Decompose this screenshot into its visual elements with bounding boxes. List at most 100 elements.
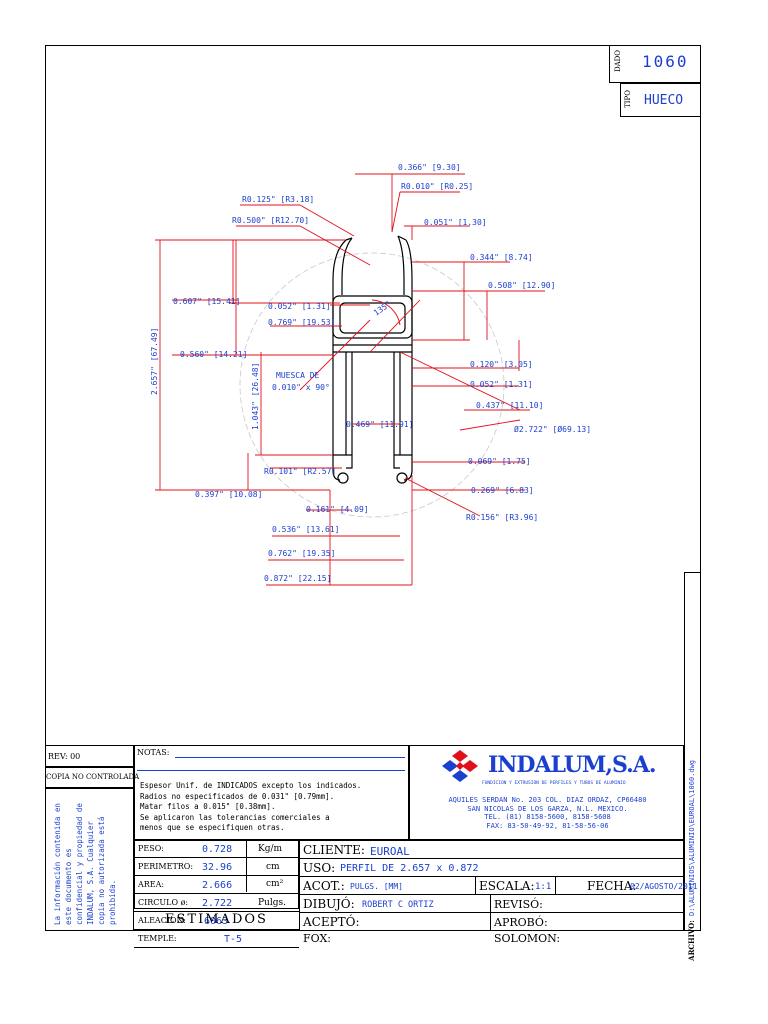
- aprobo-label: APROBÓ:: [494, 916, 548, 929]
- dimension-labels: 0.366" [9.30] R0.010" [R0.25] R0.125" [R…: [150, 163, 591, 583]
- dim-label: 0.052" [1.31]: [470, 380, 533, 389]
- dim-label: 135°: [372, 299, 393, 317]
- rev-text: REV: 00: [48, 752, 81, 761]
- prop-row: PESO: 0.728 Kg/m: [134, 840, 299, 858]
- dim-label: 0.607" [15.41]: [173, 297, 240, 306]
- confidential-cell: [45, 788, 134, 931]
- aluminum-profile: [332, 235, 413, 484]
- prop-label: ALEACION:: [138, 916, 186, 925]
- info-row-line: [299, 858, 684, 859]
- dim-label: 0.397" [10.08]: [195, 490, 262, 499]
- info-grid: [299, 840, 684, 931]
- dim-label: R0.125" [R3.18]: [242, 195, 314, 204]
- dim-label: Ø2.722" [Ø69.13]: [514, 424, 591, 434]
- prop-unit: cm: [266, 862, 280, 872]
- dim-label: MUESCA DE: [276, 371, 320, 380]
- dim-label: R0.500" [R12.70]: [232, 216, 309, 225]
- dado-value: 1060: [642, 52, 689, 71]
- prop-label: PERIMETRO:: [138, 862, 194, 871]
- info-col-line: [555, 876, 556, 894]
- prop-label: AREA:: [138, 880, 165, 889]
- acepto-label: ACEPTÓ:: [303, 915, 360, 929]
- bounding-circle: [239, 252, 505, 518]
- prop-value: T-5: [224, 934, 243, 945]
- dim-label: 2.657" [67.49]: [150, 328, 159, 395]
- dim-label: 0.010" x 90°: [272, 383, 330, 392]
- prop-row: CIRCULO ø: 2.722 Pulgs.: [134, 894, 299, 912]
- prop-row: ALEACION: 6063: [134, 912, 299, 930]
- prop-value: 2.666: [202, 880, 233, 891]
- props-col-divider: [246, 840, 247, 892]
- props-table: [134, 840, 299, 909]
- archivo-strip: [684, 572, 701, 931]
- dim-label: 0.769" [19.53]: [268, 318, 335, 327]
- dim-label: 0.508" [12.90]: [488, 281, 555, 290]
- dim-label: 0.269" [6.83]: [471, 486, 534, 495]
- dim-label: R0.101" [R2.57]: [264, 467, 336, 476]
- notas-rule: [137, 770, 405, 771]
- nota-line: Matar filos a 0.015" [0.38mm].: [140, 802, 276, 811]
- dibujo-label: DIBUJÓ:: [303, 897, 355, 911]
- rev-cell: [45, 745, 134, 767]
- address-line-2: SAN NICOLAS DE LOS GARZA, N.L. MEXICO.: [467, 804, 628, 813]
- dim-label: 0.344" [8.74]: [470, 253, 533, 262]
- archivo-text: ARCHIVO: D:\ALUMINIOS\ALUMINIO\EUROAL\10…: [687, 760, 696, 961]
- props-rows: PESO: 0.728 Kg/m PERIMETRO: 32.96 cm ARE…: [134, 840, 299, 948]
- copia-text: COPIA NO CONTROLADA: [46, 773, 140, 781]
- notas-cell: [134, 745, 409, 840]
- dibujo-value: ROBERT C ORTIZ: [362, 900, 434, 910]
- dim-label: 0.051" [1.30]: [424, 218, 487, 227]
- copia-cell: [45, 767, 134, 788]
- notas-rule: [175, 757, 405, 758]
- info-col-line: [475, 876, 476, 894]
- dim-label: 0.536" [13.61]: [272, 525, 339, 534]
- prop-label: PESO:: [138, 844, 164, 853]
- tipo-value: HUECO: [644, 93, 684, 108]
- uso-label: USO:: [303, 861, 336, 875]
- nota-line: Se aplicaron las tolerancias comerciales…: [140, 812, 330, 822]
- dim-label: 0.366" [9.30]: [398, 163, 461, 172]
- escala-label: ESCALA:: [479, 879, 535, 893]
- tipo-box: [620, 83, 701, 117]
- estimados-label: ESTIMADOS: [165, 912, 268, 927]
- fox-label: FOX:: [303, 932, 331, 945]
- notas-label: NOTAS:: [137, 748, 170, 757]
- prop-row: TEMPLE: T-5: [134, 930, 299, 948]
- notas-list: Espesor Unif. de INDICADOS excepto los i…: [140, 781, 361, 834]
- uso-value: PERFIL DE 2.657 x 0.872: [340, 863, 479, 874]
- nota-line: menos que se especifiquen otras.: [140, 823, 285, 832]
- company-name: INDALUM,S.A.: [488, 752, 657, 778]
- company-subtitle: FUNDICION Y EXTRUSION DE PERFILES Y TUBO…: [482, 781, 626, 786]
- info-row-line: [299, 912, 684, 913]
- info-col-line: [490, 894, 491, 931]
- fax-line: FAX: 83-50-49-92, 81-58-56-06: [486, 821, 609, 830]
- dim-label: 0.069" [1.75]: [468, 457, 531, 466]
- acot-value: PULGS. [MM]: [350, 882, 403, 891]
- address-line-1: AQUILES SERDAN No. 203 COL. DIAZ ORDAZ, …: [448, 796, 647, 804]
- tel-line: TEL. (81) 8158-5600, 8158-5608: [484, 813, 611, 821]
- dim-label: 0.762" [19.35]: [268, 549, 335, 558]
- dim-label: 0.120" [3.05]: [470, 360, 533, 369]
- prop-value: 32.96: [202, 862, 233, 873]
- prop-unit: Pulgs.: [258, 898, 286, 908]
- prop-unit: cm²: [266, 879, 284, 889]
- archivo-label: ARCHIVO:: [687, 920, 696, 961]
- info-row-line: [299, 894, 684, 895]
- dim-label: 0.560" [14.21]: [180, 350, 247, 359]
- dim-label: 0.469" [11.91]: [346, 420, 413, 429]
- solomon-label: SOLOMON:: [494, 932, 561, 945]
- prop-row: PERIMETRO: 32.96 cm: [134, 858, 299, 876]
- dim-label: 1.043" [26.48]: [251, 363, 260, 430]
- prop-unit: Kg/m: [258, 844, 283, 854]
- dim-label: 0.161" [4.09]: [306, 505, 369, 514]
- dimension-lines: [155, 173, 545, 586]
- prop-value: 6063: [204, 916, 229, 927]
- cliente-value: EUROAL: [370, 845, 410, 858]
- nota-line: Espesor Unif. de INDICADOS excepto los i…: [140, 781, 362, 790]
- dado-box: [609, 45, 701, 83]
- indalum-logo-icon: [442, 750, 478, 782]
- cliente-label: CLIENTE:: [303, 843, 365, 857]
- acot-label: ACOT.:: [303, 879, 345, 893]
- prop-value: 0.728: [202, 844, 233, 855]
